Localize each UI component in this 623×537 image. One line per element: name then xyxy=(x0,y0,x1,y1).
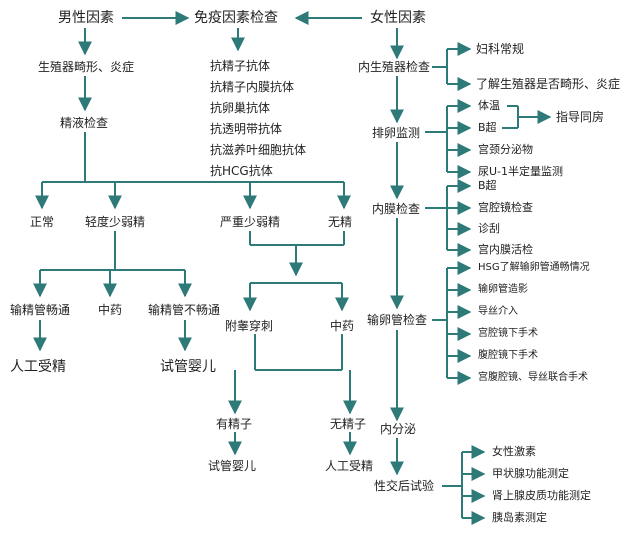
immune-item: 抗HCG抗体 xyxy=(210,164,273,178)
ovulation-item: 体温 xyxy=(478,99,500,112)
node-endocrine: 内分泌 xyxy=(380,422,417,436)
node-guide-intercourse: 指导同房 xyxy=(556,110,605,124)
immune-item: 抗精子抗体 xyxy=(210,59,271,73)
postcoital-item: 肾上腺皮质功能测定 xyxy=(492,489,591,502)
node-mild-oligo: 轻度少弱精 xyxy=(85,215,146,229)
node-tcm-2: 中药 xyxy=(330,319,355,333)
immune-item: 抗卵巢抗体 xyxy=(210,101,271,115)
tube-item: 腹腔镜下手术 xyxy=(478,350,538,361)
tube-item: 宫腔镜下手术 xyxy=(478,328,538,339)
node-female-factor: 女性因素 xyxy=(370,10,426,26)
node-tube-check: 输卵管检查 xyxy=(367,313,428,327)
immune-item: 抗精子内膜抗体 xyxy=(210,80,295,94)
endo-item: 宫内膜活检 xyxy=(478,243,533,256)
node-no-sperm: 无精子 xyxy=(330,417,367,431)
immune-item: 抗滋养叶细胞抗体 xyxy=(210,143,307,157)
node-male-factor: 男性因素 xyxy=(58,10,114,26)
node-ivf: 试管婴儿 xyxy=(160,359,216,375)
ovulation-item: B超 xyxy=(478,121,497,134)
node-immune-check: 免疫因素检查 xyxy=(194,10,278,26)
node-epididymal-puncture: 附睾穿刺 xyxy=(225,319,274,333)
node-genital-malformation: 生殖器畸形、炎症 xyxy=(38,60,135,74)
endo-item: 诊刮 xyxy=(478,222,500,235)
immune-item: 抗透明带抗体 xyxy=(210,122,283,136)
node-postcoital-test: 性交后试验 xyxy=(374,479,435,493)
postcoital-item: 女性激素 xyxy=(492,445,536,458)
tube-item: HSG了解输卵管通畅情况 xyxy=(478,262,590,273)
endo-item: 宫腔镜检查 xyxy=(478,201,533,214)
node-endometrium-check: 内膜检查 xyxy=(372,202,421,216)
inner-item: 妇科常规 xyxy=(476,42,525,56)
node-severe-oligo: 严重少弱精 xyxy=(220,215,281,229)
node-semen-test: 精液检查 xyxy=(60,116,109,130)
postcoital-item: 甲状腺功能测定 xyxy=(492,467,569,480)
node-sperm-present: 有精子 xyxy=(216,417,253,431)
inner-item: 了解生殖器是否畸形、炎症 xyxy=(476,77,621,91)
node-azoospermia: 无精 xyxy=(328,215,353,229)
node-normal: 正常 xyxy=(30,215,55,229)
endo-item: B超 xyxy=(478,179,497,192)
node-vas-open: 输精管畅通 xyxy=(10,303,71,317)
ovulation-item: 尿U-1半定量监测 xyxy=(478,165,564,178)
node-internal-genital-check: 内生殖器检查 xyxy=(358,60,431,74)
tube-item: 输卵管造影 xyxy=(478,284,528,295)
tube-item: 导丝介入 xyxy=(478,306,518,317)
node-artificial-insemination-2: 人工受精 xyxy=(325,459,374,473)
node-artificial-insemination: 人工受精 xyxy=(10,359,66,375)
node-ivf-2: 试管婴儿 xyxy=(208,459,257,473)
postcoital-item: 胰岛素测定 xyxy=(492,511,547,524)
node-vas-blocked: 输精管不畅通 xyxy=(148,303,221,317)
node-tcm: 中药 xyxy=(98,303,123,317)
node-ovulation-monitoring: 排卵监测 xyxy=(372,126,421,140)
ovulation-item: 宫颈分泌物 xyxy=(478,143,533,156)
tube-item: 宫腹腔镜、导丝联合手术 xyxy=(478,372,588,383)
